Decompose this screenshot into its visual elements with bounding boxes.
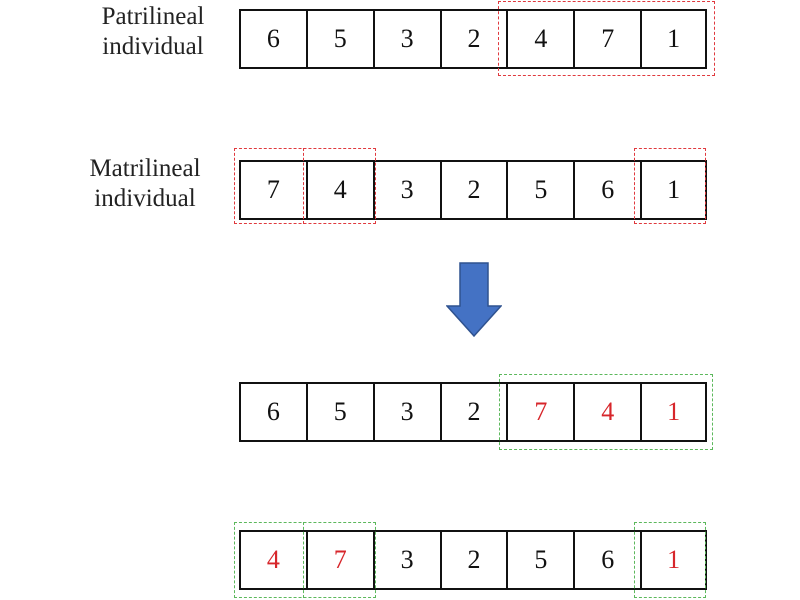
- patrilineal-chromosome: 6 5 3 2 4 7 1: [239, 9, 708, 69]
- offspring-2-chromosome: 4 7 3 2 5 6 1: [239, 530, 708, 590]
- offspring-1-chromosome: 6 5 3 2 7 4 1: [239, 382, 708, 442]
- down-arrow-icon: [446, 262, 502, 337]
- gene-cell: 4: [239, 530, 306, 590]
- gene-cell: 2: [439, 382, 507, 442]
- matrilineal-label-line1: Matrilineal: [89, 155, 201, 182]
- gene-cell: 6: [573, 160, 641, 220]
- gene-cell: 3: [372, 9, 440, 69]
- patrilineal-label-line2: individual: [102, 33, 204, 60]
- gene-cell: 7: [305, 530, 373, 590]
- gene-cell: 3: [372, 160, 440, 220]
- gene-cell: 1: [640, 382, 708, 442]
- gene-cell: 4: [305, 160, 373, 220]
- gene-cell: 5: [305, 9, 373, 69]
- patrilineal-label-line1: Patrilineal: [101, 3, 205, 30]
- gene-cell: 6: [239, 9, 306, 69]
- gene-cell: 4: [506, 9, 574, 69]
- gene-cell: 7: [573, 9, 641, 69]
- patrilineal-label: Patrilineal individual: [78, 2, 228, 62]
- gene-cell: 1: [640, 530, 708, 590]
- gene-cell: 7: [506, 382, 574, 442]
- gene-cell: 2: [439, 160, 507, 220]
- gene-cell: 7: [239, 160, 306, 220]
- matrilineal-label-line2: individual: [94, 185, 196, 212]
- gene-cell: 5: [305, 382, 373, 442]
- gene-cell: 2: [439, 9, 507, 69]
- gene-cell: 1: [640, 9, 708, 69]
- gene-cell: 1: [640, 160, 708, 220]
- matrilineal-chromosome: 7 4 3 2 5 6 1: [239, 160, 708, 220]
- gene-cell: 2: [439, 530, 507, 590]
- gene-cell: 3: [372, 530, 440, 590]
- gene-cell: 6: [239, 382, 306, 442]
- matrilineal-label: Matrilineal individual: [70, 154, 220, 214]
- gene-cell: 5: [506, 530, 574, 590]
- gene-cell: 4: [573, 382, 641, 442]
- gene-cell: 5: [506, 160, 574, 220]
- gene-cell: 6: [573, 530, 641, 590]
- gene-cell: 3: [372, 382, 440, 442]
